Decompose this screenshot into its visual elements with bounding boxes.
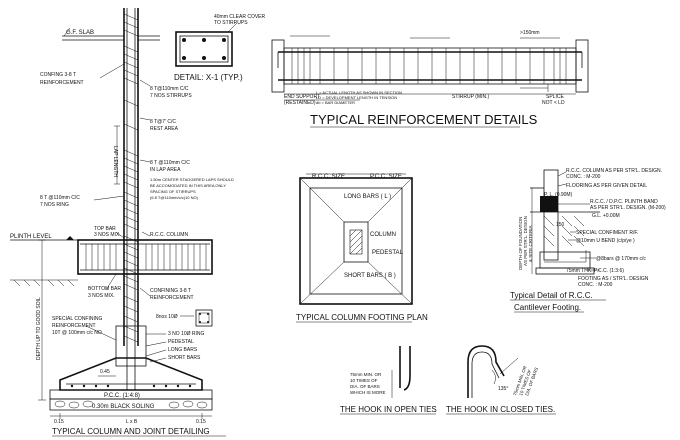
pcc-label: P.C.C. (1:4:8) — [104, 393, 140, 399]
pedestal-label: PEDESTAL — [168, 339, 194, 345]
cantilever-footing-1: FOOTING AS / STR'L. DESIGN — [578, 276, 649, 282]
dim-015-left: 0.15 — [54, 419, 64, 425]
end-support-label-2: (RESTAINED) — [284, 100, 316, 106]
cantilever-special: SPECIAL CONFIMENT R/F. — [576, 230, 638, 236]
rest-area-label-2: REST AREA — [150, 126, 179, 132]
cantilever-ubend: @10mm U BEND (c/p/ye ) — [576, 238, 635, 244]
splice-label-2: NOT < LD — [542, 100, 565, 106]
beam-dim-150: >150mm — [520, 30, 540, 36]
footing-plan-title: TYPICAL COLUMN FOOTING PLAN — [296, 313, 428, 322]
detail-x1: 40mm CLEAR COVER TO STIRRUPS DETAIL: X-1… — [174, 14, 266, 82]
lap-note-3: SPACING OF STIRRUPS — [150, 189, 196, 194]
cantilever-flooring: FLOORING AS PER GIVEN DETAIL — [566, 183, 647, 189]
cantilever-depth-label-2: AS PER STR'L. DESIGN — [523, 216, 528, 266]
hook-open-ties: 75mm MIN. OR 10 TIMES OF DIA. OF BARS WH… — [340, 346, 437, 415]
rest-area-label-1: 8 T@7' C/C — [150, 119, 176, 125]
bottom-bar-label-2: 3 NOS MIX. — [88, 293, 115, 299]
hook-angle-label: 135° — [498, 386, 508, 392]
confining-top-label-1: CONFING 3-8 T — [40, 72, 76, 78]
long-bars-plan-label: LONG BARS ( L ) — [344, 194, 391, 200]
rcc-column-label: R.C.C. COLUMN — [150, 232, 188, 238]
cover-note-2: TO STIRRUPS — [214, 20, 248, 26]
cantilever-footing-detail: DEPTH OF FOUNDATION AS PER STR'L. DESIGN… — [510, 168, 666, 313]
reinforcement-details-title: TYPICAL REINFORCEMENT DETAILS — [310, 112, 538, 127]
lap-note-1: 1.50m CENTER STAGGERED LAPS SHOULD — [150, 177, 234, 182]
open-note-3: DIA. OF BARS — [350, 384, 380, 389]
cantilever-depth-label-3: & SITE CRITERIA — [528, 225, 533, 262]
cantilever-rcc-col-2: CONC. : M-200 — [566, 174, 601, 180]
lap-note-4: (6 8 T@110mm/c/c)10 NO) — [150, 195, 199, 200]
confining-bottom-label-1: CONFINING 3-8 T — [150, 288, 191, 294]
rcc-size-label: R.C.C. SIZE — [312, 174, 345, 180]
cantilever-gl: G.L. +0.00M — [592, 213, 620, 219]
long-bars-label: LONG BARS — [168, 347, 198, 353]
cantilever-pl: P. L. (0.90M) — [544, 192, 573, 198]
column-joint-detail: LAP LENGTH DEPTH UP TO GOOD SOIL — [10, 8, 234, 437]
lap-length-dim: LAP LENGTH — [112, 146, 118, 177]
dim-lxb: L x B — [126, 419, 138, 425]
cantilever-title-2: Cantilever Footing. — [514, 303, 581, 312]
plinth-level-label: PLINTH LEVEL — [10, 234, 52, 240]
ring-label-2: 7 NOS RING — [40, 202, 69, 208]
detail-x1-title: DETAIL: X-1 (TYP.) — [174, 73, 243, 82]
dim-015-right: 0.15 — [196, 419, 206, 425]
cantilever-dim-150: 150 — [556, 222, 565, 228]
cover-note-1: 40mm CLEAR COVER — [214, 14, 266, 20]
cantilever-depth-label-1: DEPTH OF FOUNDATION — [518, 217, 523, 270]
confining-top-label-2: REINFORCEMENT — [40, 80, 84, 86]
cantilever-title-1: Typical Detail of R.C.C. — [510, 291, 593, 300]
depth-up-to-good-soil-label: DEPTH UP TO GOOD SOIL — [36, 297, 42, 360]
stirrups-top-label-1: 8 T@110mm C/C — [150, 86, 189, 92]
pcc-size-label: P.C.C. SIZE — [370, 174, 402, 180]
cantilever-bars: @8bars @ 170mm c/c — [596, 256, 646, 262]
soling-label: 0.30m BLACK SOLING — [92, 404, 155, 410]
bottom-bar-label-1: BOTTOM BAR — [88, 286, 121, 292]
special-confining-label-3: 10T @ 100mm c/c NO — [52, 330, 102, 336]
closed-ties-title: THE HOOK IN CLOSED TIES. — [446, 405, 555, 414]
beam-note-3: db = BAR DIAMETER — [316, 100, 355, 105]
lap-area-label-1: 8 T @110mm C/C — [150, 160, 190, 166]
column-joint-title: TYPICAL COLUMN AND JOINT DETAILING — [52, 427, 210, 436]
open-note-1: 75mm MIN. OR — [350, 372, 382, 377]
special-confining-label-1: SPECIAL CONFINING — [52, 316, 102, 322]
top-bar-label-1: TOP BAR — [94, 226, 116, 232]
stirrup-min-label: STIRRUP (MIN.) — [452, 94, 489, 100]
cantilever-rcc-col-1: R.C.C. COLUMN AS PER STR'L. DESIGN. — [566, 168, 662, 174]
ring-label-1: 8 T @110mm C/C — [40, 195, 80, 201]
stirrups-top-label-2: 7 NOS STIRRUPS — [150, 93, 192, 99]
cantilever-plinth-band-1: R.C.C. / D.P.C. PLINTH BAND — [590, 199, 658, 205]
confining-bottom-label-2: REINFORCEMENT — [150, 295, 194, 301]
lap-area-label-2: IN LAP AREA — [150, 167, 181, 173]
cantilever-footing-2: CONC. : M-200 — [578, 282, 613, 288]
ring-10-label: 3 NO 10Ø RING — [168, 331, 205, 337]
special-confining-label-2: REINFORCEMENT — [52, 323, 96, 329]
open-ties-title: THE HOOK IN OPEN TIES — [340, 405, 437, 414]
open-note-2: 10 TIMES OF — [350, 378, 378, 383]
bars-10-label: 8nos 10Ø — [156, 314, 178, 320]
footing-plan: R.C.C. SIZE P.C.C. SIZE LONG BARS ( L ) … — [296, 173, 428, 323]
short-bars-label: SHORT BARS — [168, 355, 201, 361]
beam-note-1: L = ACTUAL LENGTH AS SHOWN IN SECTION — [316, 90, 402, 95]
cantilever-plinth-band-2: AS PER STR'L. DESIGN. (M-200) — [590, 205, 666, 211]
beam-note-2: LD = DEVELOPMENT LENGTH IN TENSION — [316, 95, 397, 100]
short-bars-plan-label: SHORT BARS ( B ) — [344, 273, 396, 279]
cantilever-pcc: 75mm THK. P.C.C. (1:3:6) — [566, 268, 624, 274]
top-bar-label-2: 3 NOS MIX. — [94, 232, 121, 238]
gf-slab-label: G.F. SLAB — [66, 30, 94, 36]
lap-note-2: BE ACCOMODATED IN THIS AREA ONLY — [150, 183, 226, 188]
splice-label-1: SPLICE — [546, 94, 564, 100]
hook-closed-ties: 75mm MIN. OR 10 TIMES OF DIA. OF BARS 13… — [446, 345, 556, 415]
beam-reinforcement-detail: >150mm END SUPPORT (RESTAINED) L = ACTUA… — [271, 30, 589, 128]
dim-045-label: 0.45 — [100, 369, 110, 375]
end-support-label-1: END SUPPORT — [284, 94, 320, 100]
column-plan-label: COLUMN — [370, 232, 396, 238]
pedestal-plan-label: PEDESTAL — [372, 250, 404, 256]
open-note-4: WHICH IS MORE — [350, 390, 386, 395]
